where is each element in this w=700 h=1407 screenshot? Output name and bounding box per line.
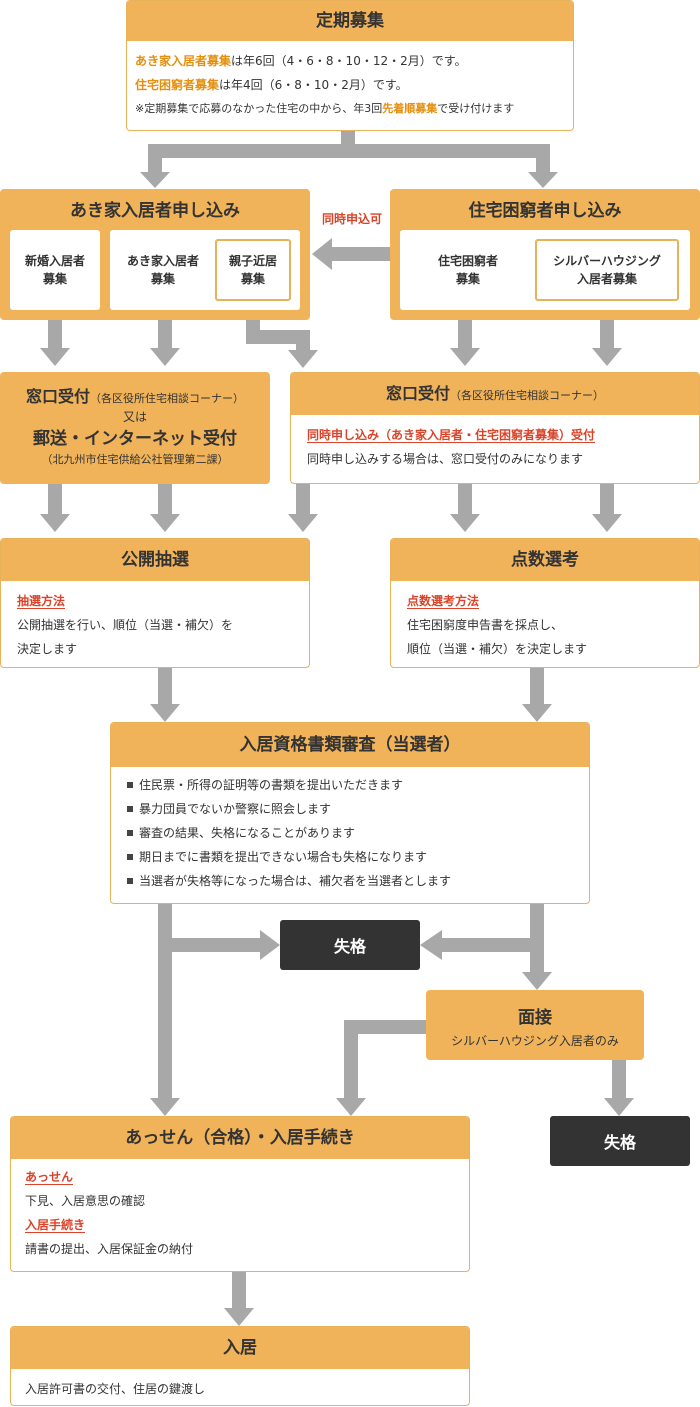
procedure-text: 請書の提出、入居保証金の納付 (25, 1242, 194, 1256)
score-method-em: 点数選考方法 (407, 594, 480, 609)
document-review-box: 入居資格書類審査（当選者） 住民票・所得の証明等の書類を提出いただきます 暴力団… (110, 722, 590, 904)
score-text1: 住宅困窮度申告書を採点し、 (407, 618, 564, 632)
review-item: 暴力団員でないか警察に照会します (125, 797, 575, 821)
review-item: 当選者が失格等になった場合は、補欠者を当選者とします (125, 869, 575, 893)
konkyu-recruit-text: は年4回（6・8・10・2月）です。 (219, 78, 408, 92)
sub-silver-housing: シルバーハウジング 入居者募集 (535, 239, 679, 301)
placement-procedure-box: あっせん（合格）・入居手続き あっせん 下見、入居意思の確認 入居手続き 請書の… (10, 1116, 470, 1272)
review-item: 住民票・所得の証明等の書類を提出いただきます (125, 773, 575, 797)
lottery-text2: 決定します (17, 642, 78, 656)
madoguchi-right-title: 窓口受付 (385, 384, 450, 403)
score-box: 点数選考 点数選考方法 住宅困窮度申告書を採点し、 順位（当選・補欠）を決定しま… (390, 538, 700, 668)
review-list: 住民票・所得の証明等の書類を提出いただきます 暴力団員でないか警察に照会します … (125, 773, 575, 893)
interview-box: 面接 シルバーハウジング入居者のみ (426, 990, 644, 1060)
move-in-text: 入居許可書の交付、住居の鍵渡し (25, 1382, 206, 1396)
akiya-application-title: あき家入居者申し込み (1, 190, 309, 232)
simultaneous-label: 同時申込可 (321, 212, 382, 226)
madoguchi-left-note: （各区役所住宅相談コーナー） (90, 392, 244, 405)
review-item: 期日までに書類を提出できない場合も失格になります (125, 845, 575, 869)
regular-recruitment-body: あき家入居者募集は年6回（4・6・8・10・12・2月）です。 住宅困窮者募集は… (127, 41, 573, 129)
madoguchi-left-title: 窓口受付 (25, 387, 90, 406)
lottery-method-em: 抽選方法 (17, 594, 66, 609)
document-review-title: 入居資格書類審査（当選者） (111, 723, 589, 767)
sub-konkyu: 住宅困窮者 募集 (405, 234, 531, 306)
madoguchi-right-box: 窓口受付（各区役所住宅相談コーナー） 同時申し込み（あき家入居者・住宅困窮者募集… (290, 372, 700, 484)
madoguchi-left-mail-note: （北九州市住宅供給公社管理第二課） (41, 453, 229, 466)
note-pre: ※定期募集で応募のなかった住宅の中から、年3回 (135, 102, 383, 115)
akiya-recruit-text: は年6回（4・6・8・10・12・2月）です。 (231, 54, 467, 68)
placement-text: 下見、入居意思の確認 (25, 1194, 146, 1208)
madoguchi-left-mail: 郵送・インターネット受付 (33, 429, 237, 449)
regular-recruitment-title: 定期募集 (127, 1, 573, 41)
madoguchi-right-note: （各区役所住宅相談コーナー） (450, 389, 604, 402)
placement-procedure-title: あっせん（合格）・入居手続き (11, 1117, 469, 1159)
sub-parent-child-near: 親子近居 募集 (215, 239, 291, 301)
lottery-title: 公開抽選 (1, 539, 309, 581)
disqualified-box-2: 失格 (550, 1116, 690, 1166)
interview-title: 面接 (518, 1008, 552, 1028)
sub-akiya: あき家入居者 募集 (114, 234, 212, 306)
move-in-box: 入居 入居許可書の交付、住居の鍵渡し (10, 1326, 470, 1406)
sub-newlywed: 新婚入居者 募集 (10, 230, 100, 310)
score-title: 点数選考 (391, 539, 699, 581)
simultaneous-reception-text: 同時申し込みする場合は、窓口受付のみになります (307, 452, 584, 466)
review-item: 審査の結果、失格になることがあります (125, 821, 575, 845)
konkyu-application-title: 住宅困窮者申し込み (391, 190, 699, 232)
score-text2: 順位（当選・補欠）を決定します (407, 642, 588, 656)
konkyu-recruit-em: 住宅困窮者募集 (135, 78, 220, 92)
madoguchi-left-box: 窓口受付（各区役所住宅相談コーナー） 又は 郵送・インターネット受付 （北九州市… (0, 372, 270, 484)
disqualified-box-1: 失格 (280, 920, 420, 970)
akiya-recruit-em: あき家入居者募集 (135, 54, 232, 68)
move-in-title: 入居 (11, 1327, 469, 1369)
regular-recruitment-box: 定期募集 あき家入居者募集は年6回（4・6・8・10・12・2月）です。 住宅困… (126, 0, 574, 131)
note-post: で受け付けます (437, 102, 515, 115)
madoguchi-left-or: 又は (122, 410, 147, 424)
simultaneous-reception-em: 同時申し込み（あき家入居者・住宅困窮者募集）受付 (307, 428, 596, 443)
placement-em: あっせん (25, 1170, 74, 1185)
lottery-text1: 公開抽選を行い、順位（当選・補欠）を (17, 618, 234, 632)
lottery-box: 公開抽選 抽選方法 公開抽選を行い、順位（当選・補欠）を 決定します (0, 538, 310, 668)
interview-note: シルバーハウジング入居者のみ (451, 1034, 619, 1048)
procedure-em: 入居手続き (25, 1218, 86, 1233)
note-em: 先着順募集 (382, 102, 438, 115)
